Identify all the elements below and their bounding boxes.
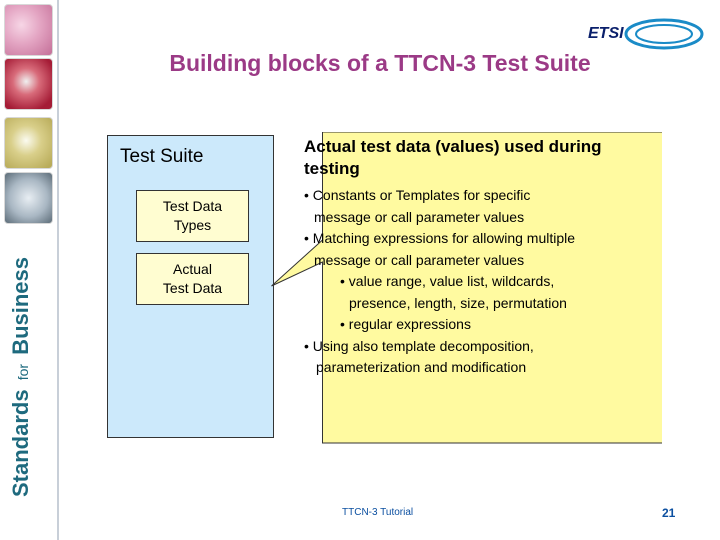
callout-line: • regular expressions <box>304 314 664 336</box>
pink-globe-tile-icon <box>4 4 53 56</box>
page-number: 21 <box>662 506 675 520</box>
red-globe-tile-icon <box>4 58 53 110</box>
grey-globe-tile-icon <box>4 172 53 224</box>
callout-line: • Constants or Templates for specific <box>304 185 664 207</box>
test-suite-label: Test Suite <box>120 146 203 168</box>
callout-heading-line2: testing <box>304 158 664 180</box>
actual-test-data-line1: Actual <box>163 260 222 279</box>
callout-line: message or call parameter values <box>304 207 664 229</box>
etsi-logo-icon: ETSI <box>586 16 706 52</box>
actual-test-data-box: Actual Test Data <box>136 253 249 305</box>
test-data-types-box: Test Data Types <box>136 190 249 242</box>
gold-globe-tile-icon <box>4 117 53 169</box>
standards-for-business-brand: Standards for Business <box>8 267 48 497</box>
callout-heading: Actual test data (values) used during te… <box>304 136 664 180</box>
footer-text: TTCN-3 Tutorial <box>342 507 413 518</box>
callout-line: message or call parameter values <box>304 250 664 272</box>
callout-line: • Using also template decomposition, <box>304 336 664 358</box>
callout-line: parameterization and modification <box>304 357 664 379</box>
brand-word-standards: Standards <box>8 389 33 497</box>
slide-title: Building blocks of a TTCN-3 Test Suite <box>100 50 660 77</box>
left-sidebar: Standards for Business <box>0 0 59 540</box>
brand-word-business: Business <box>8 257 33 355</box>
callout-line: • value range, value list, wildcards, <box>304 271 664 293</box>
actual-test-data-line2: Test Data <box>163 279 222 298</box>
brand-word-for: for <box>15 364 31 380</box>
test-data-types-line1: Test Data <box>163 197 222 216</box>
test-data-types-line2: Types <box>163 216 222 235</box>
etsi-logo-text: ETSI <box>588 25 624 42</box>
callout-line: presence, length, size, permutation <box>304 293 664 315</box>
callout-heading-line1: Actual test data (values) used during <box>304 136 664 158</box>
callout-line: • Matching expressions for allowing mult… <box>304 228 664 250</box>
callout-body: • Constants or Templates for specific me… <box>304 185 664 379</box>
